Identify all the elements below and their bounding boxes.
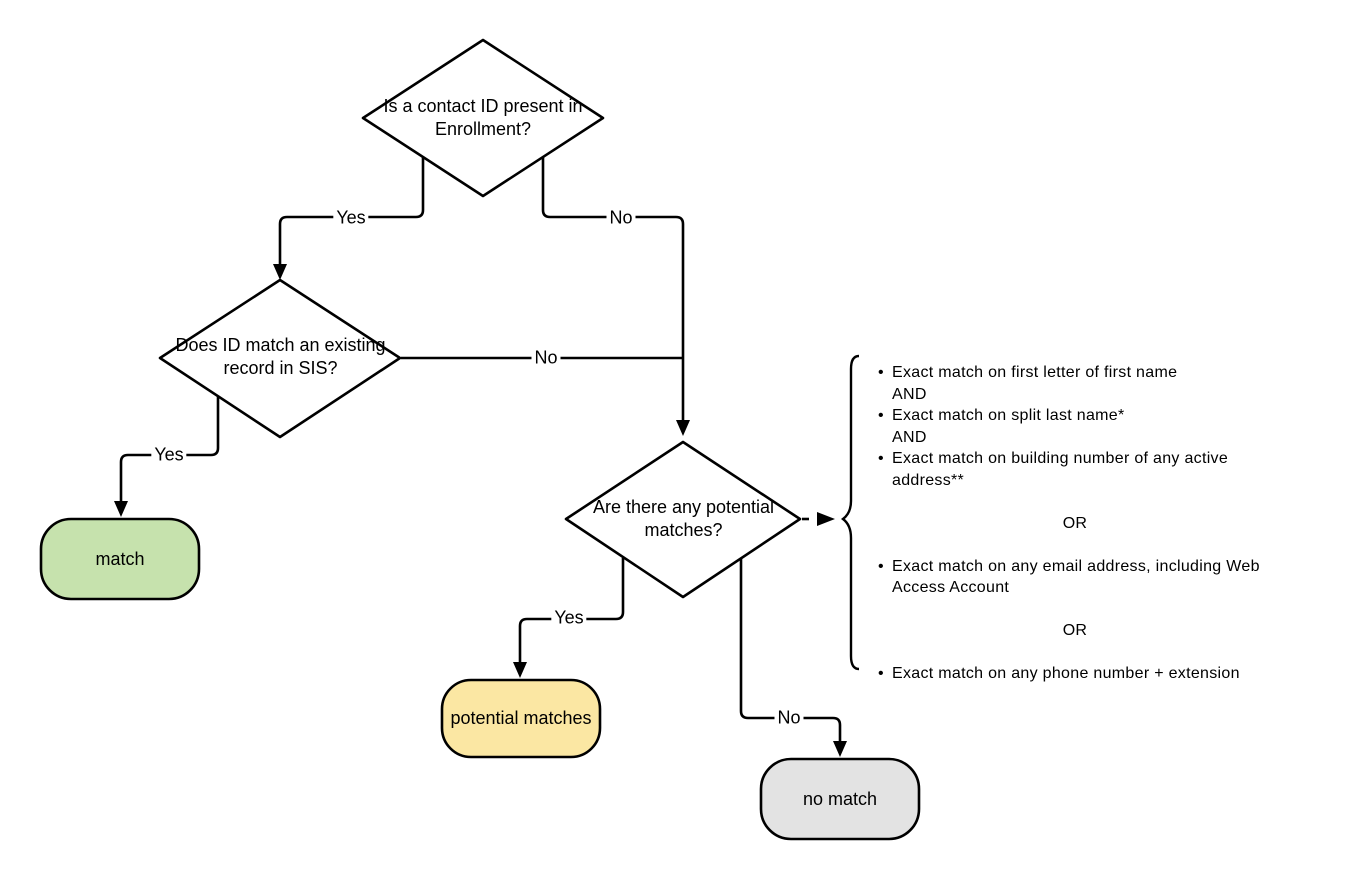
edge-potential-no-arrowhead <box>833 741 847 757</box>
terminal-match-label: match <box>95 548 145 569</box>
criteria-brace <box>841 354 860 671</box>
terminal-potential-matches-label: potential matches <box>450 708 592 728</box>
edge-enrollment-yes-arrowhead <box>273 264 287 280</box>
decision-enrollment-question: Is a contact ID present in Enrollment? <box>383 96 583 139</box>
edge-label-enrollment-no: No <box>606 207 636 229</box>
criteria-text: Exact match on first letter of first nam… <box>892 364 1178 381</box>
criteria-item: • Exact match on split last name* <box>878 405 1272 427</box>
edge-potential-yes-arrowhead <box>513 662 527 678</box>
criteria-text: Exact match on any email address, includ… <box>892 557 1260 597</box>
criteria-pointer-arrowhead <box>817 512 835 526</box>
decision-potential-question: Are there any potential matches? <box>592 497 775 540</box>
criteria-text: OR <box>1062 622 1088 639</box>
bullet-marker-icon: • <box>878 557 884 575</box>
edge-label-enrollment-yes: Yes <box>333 207 369 229</box>
criteria-text: AND <box>892 385 927 403</box>
criteria-item: • Exact match on building number of any … <box>878 448 1272 491</box>
bullet-marker-icon: • <box>878 364 884 381</box>
edge-label-sis-yes: Yes <box>151 444 187 466</box>
edge-enrollment-no-line <box>541 157 685 421</box>
criteria-text: Exact match on split last name* <box>892 407 1125 424</box>
criteria-text: Exact match on building number of any ac… <box>892 450 1229 489</box>
criteria-item: • Exact match on any phone number + exte… <box>878 663 1272 685</box>
decision-potential-shape <box>564 440 802 599</box>
terminal-potential-matches-shape <box>440 678 602 759</box>
edge-sis-yes-arrowhead <box>114 501 128 517</box>
criteria-disjunction: OR <box>878 513 1272 535</box>
criteria-text: Exact match on any phone number + extens… <box>892 665 1240 682</box>
bullet-marker-icon: • <box>878 450 884 467</box>
criteria-item: • Exact match on any email address, incl… <box>878 556 1272 599</box>
edge-label-potential-yes: Yes <box>551 607 587 629</box>
bullet-marker-icon: • <box>878 665 884 682</box>
criteria-disjunction: OR <box>878 620 1272 642</box>
criteria-text: OR <box>1062 514 1088 532</box>
decision-sis-question: Does ID match an existing record in SIS? <box>175 335 386 378</box>
decision-sis-shape <box>158 278 402 439</box>
terminal-match-shape <box>39 517 201 601</box>
criteria-text: AND <box>892 428 927 446</box>
criteria-conjunction: AND <box>878 384 1272 406</box>
criteria-list: • Exact match on first letter of first n… <box>878 362 1272 685</box>
criteria-item: • Exact match on first letter of first n… <box>878 362 1272 384</box>
edge-label-sis-no: No <box>531 347 561 369</box>
criteria-conjunction: AND <box>878 427 1272 449</box>
edge-enrollment-no-arrowhead <box>676 420 690 436</box>
terminal-no-match-label: no match <box>802 788 878 809</box>
edge-label-potential-no: No <box>774 707 804 729</box>
terminal-no-match-shape <box>759 757 921 841</box>
bullet-marker-icon: • <box>878 407 884 424</box>
